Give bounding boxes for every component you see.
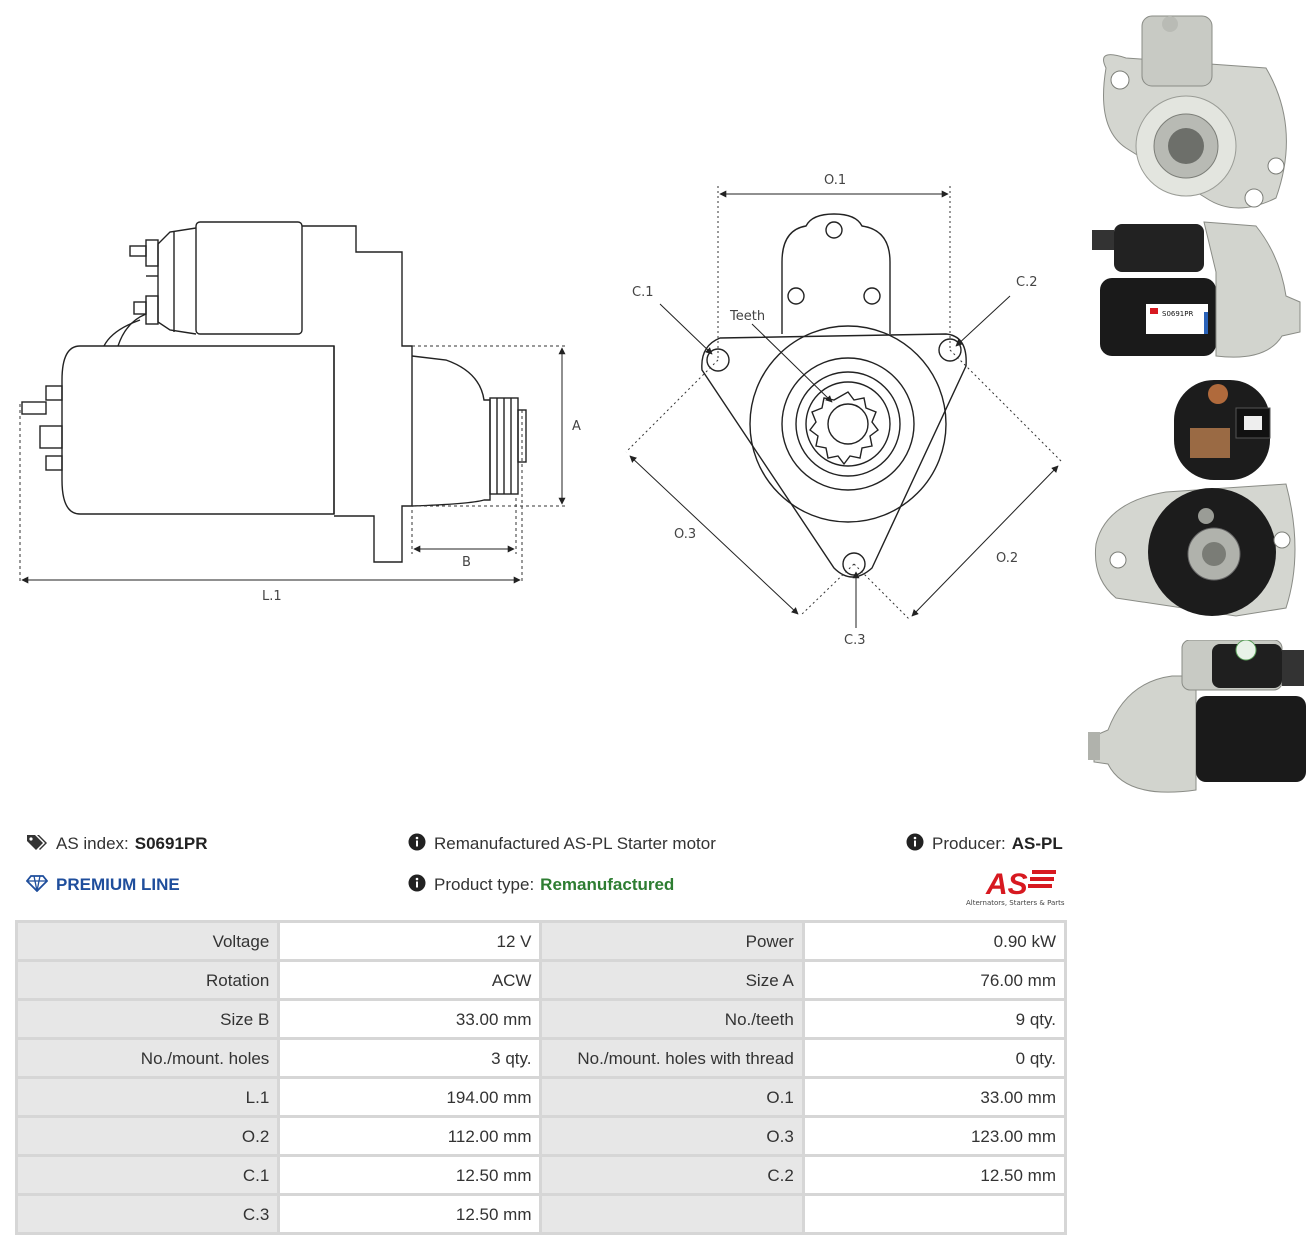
spec-value: 194.00 mm	[280, 1079, 540, 1115]
description-text: Remanufactured AS-PL Starter motor	[434, 834, 716, 853]
photo-badge: S0691PR	[1162, 310, 1193, 318]
spec-value: 12.50 mm	[280, 1157, 540, 1193]
info-row-1: AS index: S0691PR Remanufactured AS-PL S…	[26, 831, 1068, 857]
label-o2: O.2	[996, 551, 1018, 566]
spec-value: 33.00 mm	[804, 1079, 1064, 1115]
spec-label	[542, 1196, 802, 1232]
label-o3: O.3	[674, 527, 696, 542]
spec-label: C.2	[542, 1157, 802, 1193]
spec-label: O.2	[18, 1118, 278, 1154]
spec-value: 76.00 mm	[804, 962, 1064, 998]
label-teeth: Teeth	[729, 309, 765, 324]
spec-value: 33.00 mm	[280, 1001, 540, 1037]
label-l1: L.1	[262, 589, 282, 604]
spec-value: 12.50 mm	[804, 1157, 1064, 1193]
spec-value: ACW	[280, 962, 540, 998]
producer-label: Producer:	[932, 834, 1006, 853]
producer-value: AS-PL	[1011, 834, 1063, 853]
spec-label: Voltage	[18, 923, 278, 959]
info-icon	[408, 833, 426, 856]
premium-line-text: PREMIUM LINE	[56, 875, 180, 894]
photo-side-view: S0691PR	[1086, 216, 1312, 368]
producer: Producer: AS-PL	[906, 831, 1063, 857]
technical-drawing: L.1 B A O.1 O.2 O.3 C.1 C	[19, 173, 1063, 648]
label-b: B	[462, 555, 471, 570]
info-icon	[906, 833, 924, 856]
label-a: A	[572, 419, 581, 434]
spec-value: 0 qty.	[804, 1040, 1064, 1076]
spec-value: 112.00 mm	[280, 1118, 540, 1154]
logo-tagline: Alternators, Starters & Parts	[966, 899, 1065, 907]
label-o1: O.1	[824, 173, 846, 188]
spec-value: 12 V	[280, 923, 540, 959]
logo-mark: AS	[985, 868, 1028, 901]
spec-label: C.1	[18, 1157, 278, 1193]
as-index-value: S0691PR	[134, 834, 208, 853]
spec-label: L.1	[18, 1079, 278, 1115]
spec-value: 3 qty.	[280, 1040, 540, 1076]
photo-front-view	[1086, 8, 1312, 218]
spec-label: O.1	[542, 1079, 802, 1115]
spec-label: No./mount. holes	[18, 1040, 278, 1076]
spec-label: No./mount. holes with thread	[542, 1040, 802, 1076]
spec-value	[804, 1196, 1064, 1232]
spec-label: No./teeth	[542, 1001, 802, 1037]
spec-value: 9 qty.	[804, 1001, 1064, 1037]
spec-value: 12.50 mm	[280, 1196, 540, 1232]
tags-icon	[26, 833, 48, 856]
description: Remanufactured AS-PL Starter motor	[408, 831, 722, 857]
spec-value: 0.90 kW	[804, 923, 1064, 959]
side-view	[21, 221, 527, 563]
product-type-value: Remanufactured	[540, 875, 675, 894]
product-type: Product type: Remanufactured	[408, 872, 674, 898]
label-c3: C.3	[844, 633, 865, 648]
as-index: AS index: S0691PR	[26, 831, 208, 857]
spec-value: 123.00 mm	[804, 1118, 1064, 1154]
info-icon	[408, 874, 426, 897]
product-photos: S0691PR	[1086, 0, 1312, 810]
spec-label: Size A	[542, 962, 802, 998]
label-c1: C.1	[632, 285, 653, 300]
spec-label: C.3	[18, 1196, 278, 1232]
product-type-label: Product type:	[434, 875, 535, 894]
photo-side-view-opposite	[1086, 639, 1312, 804]
spec-label: Size B	[18, 1001, 278, 1037]
as-index-label: AS index:	[56, 834, 129, 853]
diamond-icon	[25, 874, 49, 897]
premium-line: PREMIUM LINE	[25, 872, 180, 898]
spec-label: Power	[542, 923, 802, 959]
photo-rear-view	[1086, 372, 1312, 628]
front-view	[701, 213, 967, 578]
as-pl-logo: AS Alternators, Starters & Parts	[960, 864, 1072, 908]
spec-label: O.3	[542, 1118, 802, 1154]
spec-label: Rotation	[18, 962, 278, 998]
label-c2: C.2	[1016, 275, 1037, 290]
info-row-2: PREMIUM LINE Product type: Remanufacture…	[25, 872, 1068, 898]
